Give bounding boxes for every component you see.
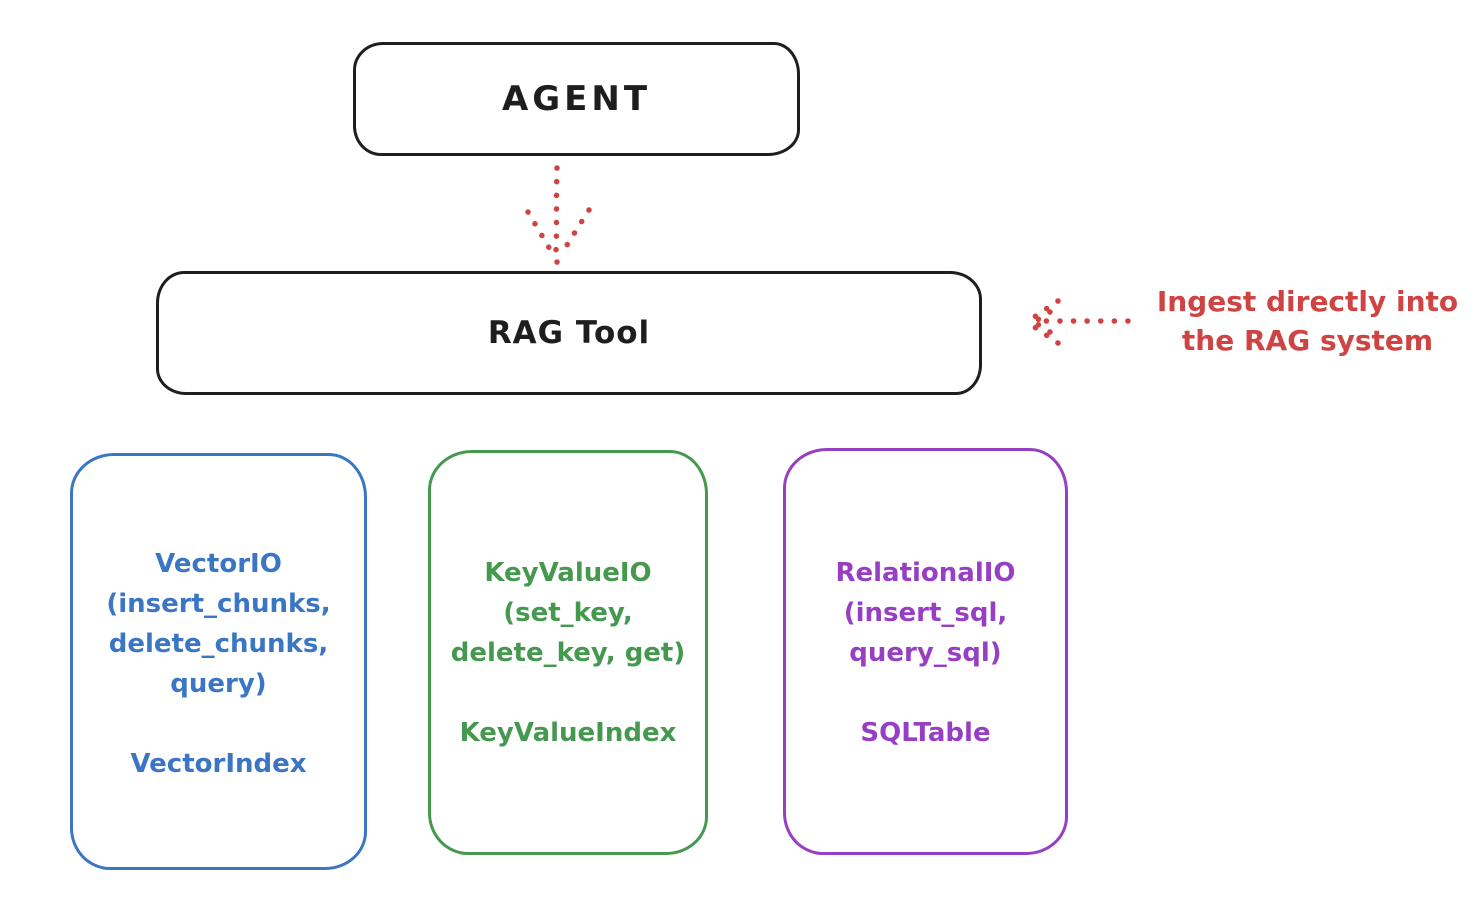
ingest-annotation-line1: Ingest directly into (1156, 285, 1459, 318)
store-line: query_sql) (849, 638, 1002, 668)
vector-index-label: VectorIndex (130, 749, 307, 779)
agent-to-rag-arrow (525, 165, 592, 265)
vector-io-title-block: VectorIO (insert_chunks, delete_chunks, … (73, 544, 364, 704)
agent-to-rag-arrowhead-left (525, 209, 557, 259)
store-line: (insert_sql, (843, 598, 1008, 628)
annotation-arrow (1024, 298, 1131, 346)
agent-to-rag-arrowhead-right (557, 207, 592, 259)
annotation-arrowhead-inner-top (1031, 309, 1053, 325)
store-line: (insert_chunks, (106, 589, 331, 619)
relational-io-title-block: RelationalIO (insert_sql, query_sql) (786, 553, 1065, 673)
keyvalue-io-box: KeyValueIO (set_key, delete_key, get) Ke… (428, 450, 708, 855)
store-line: (set_key, (503, 598, 633, 628)
ingest-annotation-line2: the RAG system (1181, 324, 1434, 357)
agent-box: AGENT (353, 42, 800, 156)
annotation-arrowhead-inner-bottom (1031, 319, 1053, 335)
rag-tool-box-label: RAG Tool (487, 315, 651, 351)
store-line: KeyValueIO (484, 558, 652, 588)
store-line: delete_key, get) (450, 638, 686, 668)
store-line: VectorIO (155, 549, 282, 579)
agent-box-label: AGENT (501, 79, 652, 119)
annotation-arrowhead-bottom (1024, 319, 1061, 346)
sql-table-label: SQLTable (860, 718, 991, 748)
annotation-arrowhead-top (1024, 298, 1061, 325)
rag-tool-box: RAG Tool (156, 271, 982, 395)
store-line: delete_chunks, (108, 629, 329, 659)
relational-io-box: RelationalIO (insert_sql, query_sql) SQL… (783, 448, 1068, 855)
vector-io-box: VectorIO (insert_chunks, delete_chunks, … (70, 453, 367, 870)
store-line: RelationalIO (835, 558, 1016, 588)
store-line: query) (170, 669, 267, 699)
keyvalue-index-label: KeyValueIndex (459, 718, 677, 748)
ingest-annotation: Ingest directly into the RAG system (1135, 282, 1480, 360)
keyvalue-io-title-block: KeyValueIO (set_key, delete_key, get) (431, 553, 705, 673)
agent-to-rag-arrow-line (553, 165, 560, 253)
